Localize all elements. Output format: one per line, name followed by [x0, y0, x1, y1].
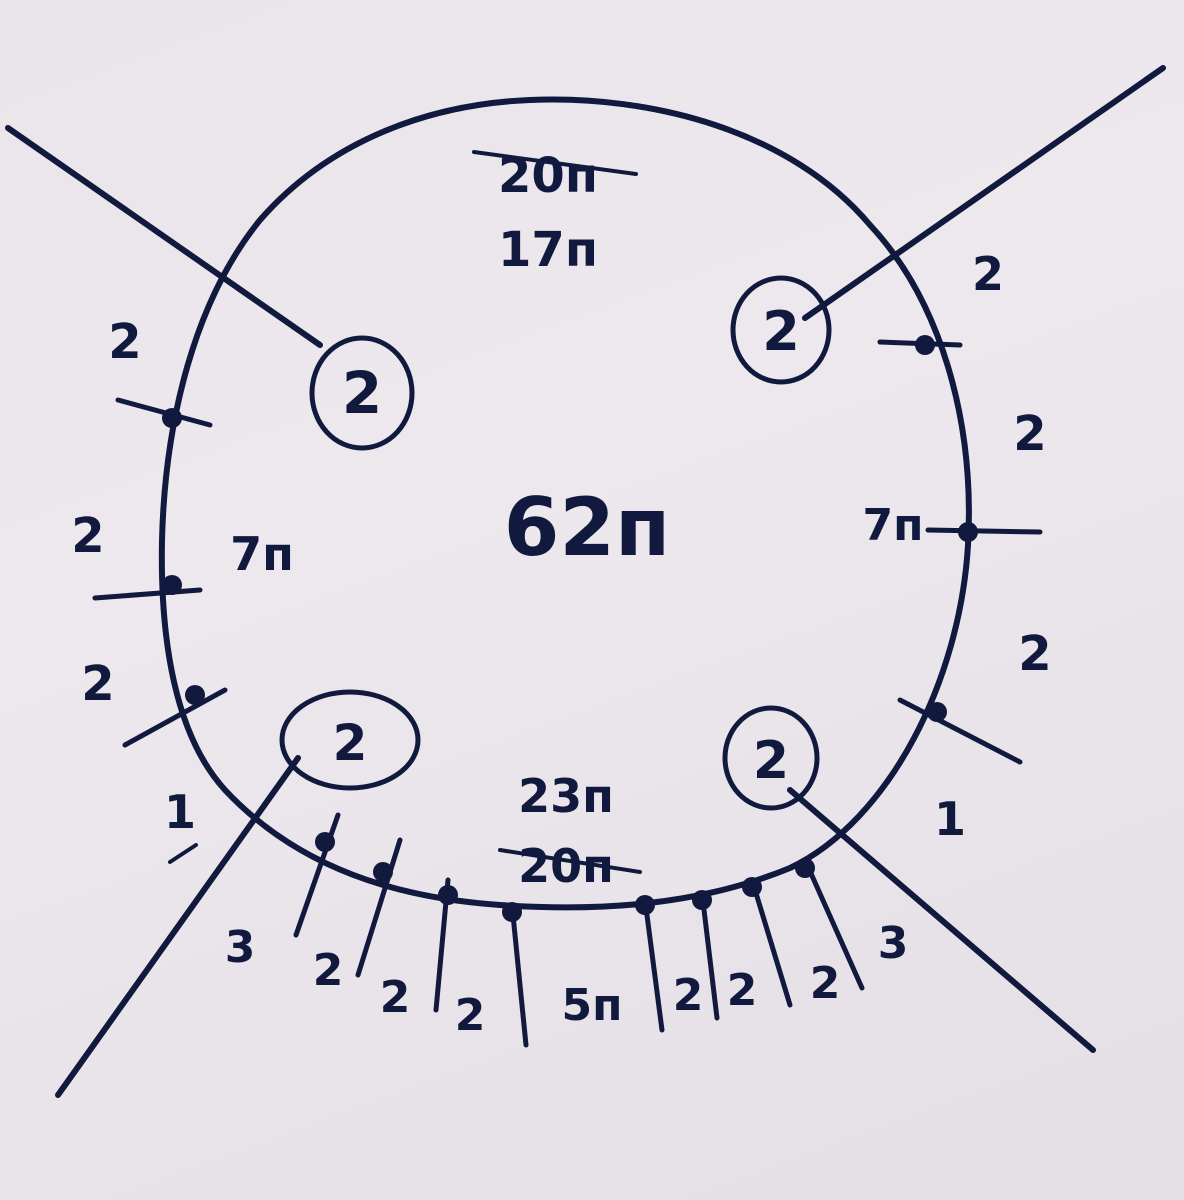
right-sleeve-count: 7п	[862, 500, 923, 551]
strike-line-top	[472, 150, 638, 176]
raglan-line-top-right	[802, 65, 1166, 321]
left-count-3: 2	[81, 656, 114, 712]
center-stitch-count: 62п	[504, 481, 671, 574]
raglan-line-bottom-right	[787, 787, 1096, 1053]
raglan-marker-circle-bottom-left	[279, 689, 421, 791]
raglan-line-top-left	[5, 125, 323, 348]
raglan-marker-circle-top-left	[309, 335, 415, 451]
top-count: 17п	[498, 222, 598, 278]
raglan-marker-circle-bottom-right	[722, 705, 820, 811]
bottom-count-9: 3	[878, 918, 909, 969]
right-count-1: 2	[972, 247, 1004, 301]
bottom-count-5: 5п	[561, 980, 622, 1031]
bottom-count-4: 2	[455, 990, 486, 1041]
yoke-circle	[158, 96, 972, 911]
right-count-2: 2	[1013, 406, 1046, 462]
raglan-line-bottom-left	[55, 755, 301, 1098]
bottom-count: 23п	[518, 769, 614, 823]
raglan-marker-circle-top-right	[730, 275, 832, 385]
right-count-4: 1	[934, 792, 966, 846]
bottom-section-labels: 23п 20п	[498, 769, 642, 893]
top-section-labels: 20п 17п	[472, 148, 638, 278]
strike-line-bottom	[498, 848, 642, 874]
right-count-3: 2	[1018, 626, 1051, 682]
raglan-marker-top-right: 2	[762, 300, 800, 363]
left-count-4: 1	[164, 785, 196, 839]
stitch-markers	[92, 335, 1043, 1048]
raglan-marker-top-left: 2	[342, 359, 382, 427]
underline-left-count-4	[168, 843, 198, 864]
raglan-marker-bottom-left: 2	[333, 714, 368, 772]
left-sleeve-count: 7п	[230, 527, 294, 581]
raglan-marker-bottom-right: 2	[753, 731, 789, 791]
bottom-count-7: 2	[727, 965, 758, 1016]
bottom-count-6: 2	[673, 970, 704, 1021]
bottom-count-8: 2	[810, 958, 841, 1009]
bottom-count-2: 2	[313, 945, 344, 996]
left-count-2: 2	[71, 508, 104, 564]
left-count-1: 2	[108, 314, 141, 370]
bottom-count-3: 2	[380, 972, 411, 1023]
bottom-count-1: 3	[225, 922, 256, 973]
